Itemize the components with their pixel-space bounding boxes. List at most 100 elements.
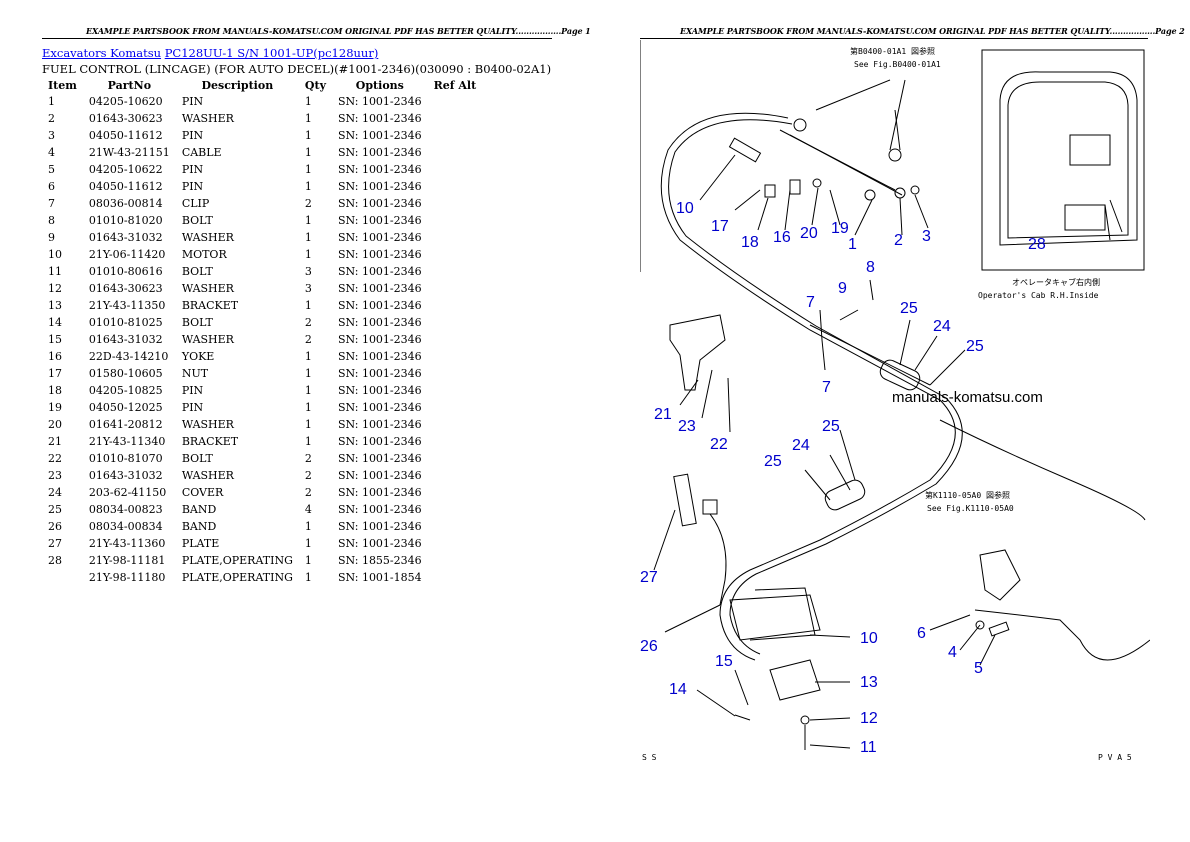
callout-label: 5	[974, 660, 983, 677]
cell-options: SN: 1001-2346	[337, 163, 422, 176]
cell-partno: 21Y-98-11180	[88, 571, 166, 584]
callout-label: 24	[933, 318, 951, 335]
cell-item	[42, 569, 83, 586]
cell-options: SN: 1001-2346	[337, 537, 422, 550]
cell-options: SN: 1001-2346	[337, 299, 422, 312]
cell-partno: 04205-10825	[88, 384, 163, 397]
cell-options: SN: 1001-2346	[337, 112, 422, 125]
cell-refalt	[428, 263, 483, 280]
cell-qty: 1	[304, 248, 312, 261]
cell-qty: 2	[304, 486, 312, 499]
cell-options: SN: 1001-2346	[337, 180, 422, 193]
cell-refalt	[428, 569, 483, 586]
callout-label: 20	[800, 225, 818, 242]
ref-mid-en: See Fig.K1110-05A0	[927, 504, 1014, 513]
cell-refalt	[428, 161, 483, 178]
cell-item: 5	[48, 163, 55, 176]
col-header-item: Item	[48, 78, 77, 92]
col-header-qty: Qty	[304, 78, 326, 92]
cell-item: 11	[48, 265, 62, 278]
cell-qty: 1	[304, 571, 312, 584]
diagram-linework	[640, 40, 1150, 750]
breadcrumb-link-excavators[interactable]: Excavators Komatsu	[42, 46, 162, 60]
cell-partno: 04050-11612	[88, 180, 163, 193]
breadcrumb-link-model[interactable]: PC128UU-1 S/N 1001-UP(pc128uur)	[164, 46, 379, 60]
cell-description: BOLT	[181, 265, 213, 278]
cell-item: 20	[48, 418, 62, 431]
callout-label: 26	[640, 638, 658, 655]
breadcrumb: Excavators Komatsu PC128UU-1 S/N 1001-UP…	[42, 46, 378, 60]
cell-options: SN: 1855-2346	[337, 554, 422, 567]
callout-label: 10	[676, 200, 694, 217]
cell-refalt	[428, 246, 483, 263]
callout-label: 19	[831, 220, 849, 237]
cell-description: PIN	[181, 163, 204, 176]
cell-refalt	[428, 382, 483, 399]
cell-options: SN: 1001-2346	[337, 503, 422, 516]
cell-qty: 2	[304, 452, 312, 465]
cell-description: PIN	[181, 95, 204, 108]
callout-label: 16	[773, 229, 791, 246]
cell-refalt	[428, 467, 483, 484]
cell-description: PIN	[181, 180, 204, 193]
cell-refalt	[428, 212, 483, 229]
cell-partno: 21Y-06-11420	[88, 248, 166, 261]
cell-description: PLATE,OPERATING	[181, 554, 293, 567]
cell-description: WASHER	[181, 231, 234, 244]
callout-label: 9	[838, 280, 847, 297]
cell-options: SN: 1001-2346	[337, 486, 422, 499]
cell-refalt	[428, 535, 483, 552]
cell-partno: 01643-30623	[88, 112, 163, 125]
cab-caption-en: Operator's Cab R.H.Inside	[978, 291, 1099, 300]
cell-partno: 01580-10605	[88, 367, 163, 380]
ref-top-jp: 第B0400-01A1 図参照	[850, 46, 935, 56]
cell-qty: 1	[304, 95, 312, 108]
parts-diagram: 第B0400-01A1 図参照 See Fig.B0400-01A1 第K111…	[640, 40, 1150, 762]
cell-qty: 1	[304, 435, 312, 448]
cell-qty: 1	[304, 384, 312, 397]
cell-options: SN: 1001-2346	[337, 367, 422, 380]
cell-description: COVER	[181, 486, 224, 499]
cell-refalt	[428, 144, 483, 161]
cell-options: SN: 1001-2346	[337, 265, 422, 278]
cell-partno: 01643-31032	[88, 333, 163, 346]
cell-item: 3	[48, 129, 55, 142]
cell-item: 26	[48, 520, 62, 533]
cell-qty: 1	[304, 418, 312, 431]
cab-inset-frame	[981, 49, 1145, 271]
cell-description: BAND	[181, 503, 217, 516]
col-header-description: Description	[201, 78, 274, 92]
callout-label: 8	[866, 259, 875, 276]
callout-label: 15	[715, 653, 733, 670]
cell-refalt	[428, 484, 483, 501]
cell-partno: 04050-11612	[88, 129, 163, 142]
cell-description: BAND	[181, 520, 217, 533]
cell-qty: 1	[304, 129, 312, 142]
callout-label: 27	[640, 569, 658, 586]
cell-description: BOLT	[181, 452, 213, 465]
cell-item: 2	[48, 112, 55, 125]
callout-label: 4	[948, 644, 957, 661]
cell-description: WASHER	[181, 418, 234, 431]
cell-options: SN: 1001-2346	[337, 418, 422, 431]
cell-qty: 2	[304, 316, 312, 329]
cell-item: 22	[48, 452, 62, 465]
page-header-left: EXAMPLE PARTSBOOK FROM MANUALS-KOMATSU.C…	[86, 26, 591, 36]
cell-refalt	[428, 110, 483, 127]
col-header-options: Options	[355, 78, 404, 92]
cell-partno: 01643-31032	[88, 231, 163, 244]
cell-refalt	[428, 501, 483, 518]
